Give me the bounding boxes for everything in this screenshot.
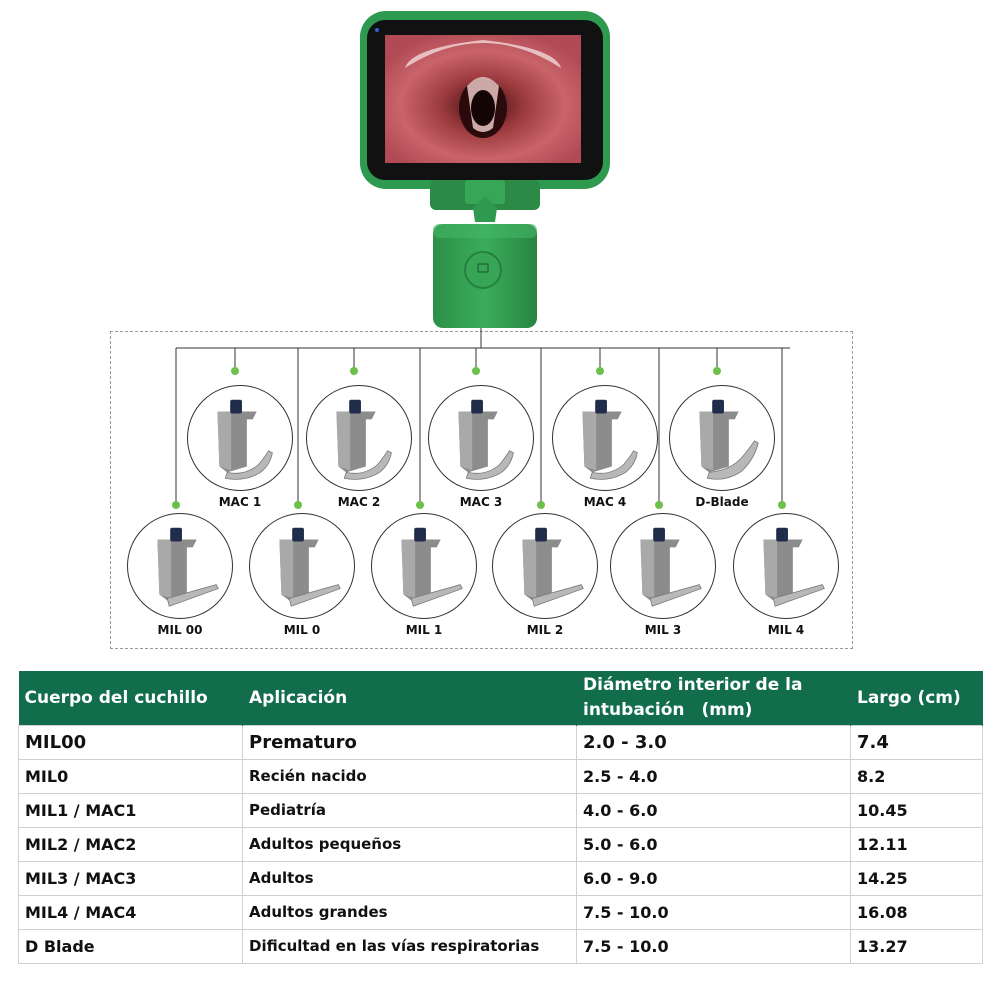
- blade-label: MIL 00: [157, 623, 203, 637]
- blade-label: MAC 3: [459, 495, 503, 509]
- table-cell: 14.25: [850, 860, 983, 896]
- table-cell: 2.0 - 3.0: [576, 724, 851, 760]
- blade-panel: [110, 331, 853, 649]
- table-cell: 13.27: [850, 928, 983, 964]
- blade-icon: [279, 527, 341, 607]
- blade-label: MIL 3: [644, 623, 682, 637]
- column-header: Aplicación: [242, 671, 577, 725]
- table-cell: 2.5 - 4.0: [576, 758, 851, 794]
- blade-icon: [699, 399, 759, 480]
- table-cell: Adultos: [242, 860, 577, 896]
- table-cell: MIL3 / MAC3: [18, 860, 243, 896]
- table-cell: 10.45: [850, 792, 983, 828]
- blade-label: MAC 1: [218, 495, 262, 509]
- table-cell: 7.4: [850, 724, 983, 760]
- blade-icon: [582, 399, 638, 480]
- camera-dot: [375, 28, 379, 32]
- blade-icon: [217, 399, 273, 480]
- power-button: [464, 251, 502, 289]
- blade-bottom-0: [127, 513, 233, 619]
- blade-icon: [640, 527, 702, 607]
- table-cell: MIL0: [18, 758, 243, 794]
- blade-icon: [336, 399, 392, 480]
- table-cell: 8.2: [850, 758, 983, 794]
- blade-icon: [401, 527, 463, 607]
- table-cell: Recién nacido: [242, 758, 577, 794]
- column-header: Largo (cm): [850, 671, 983, 725]
- blade-icon: [763, 527, 825, 607]
- table-cell: Adultos grandes: [242, 894, 577, 930]
- blade-icon: [522, 527, 584, 607]
- blade-bottom-2: [371, 513, 477, 619]
- blade-label: MAC 4: [583, 495, 627, 509]
- table-cell: 7.5 - 10.0: [576, 894, 851, 930]
- table-cell: MIL4 / MAC4: [18, 894, 243, 930]
- blade-icon: [157, 527, 219, 607]
- blade-label: MIL 4: [767, 623, 805, 637]
- table-cell: Dificultad en las vías respiratorias: [242, 928, 577, 964]
- table-cell: Adultos pequeños: [242, 826, 577, 862]
- device-illustration: [360, 11, 610, 328]
- column-header: Diámetro interior de la intubación (mm): [576, 671, 851, 725]
- table-cell: 4.0 - 6.0: [576, 792, 851, 828]
- blade-top-2: [428, 385, 534, 491]
- table-cell: MIL00: [18, 724, 243, 760]
- column-header: Cuerpo del cuchillo: [18, 671, 243, 725]
- blade-top-0: [187, 385, 293, 491]
- blade-label: MIL 0: [283, 623, 321, 637]
- table-cell: 6.0 - 9.0: [576, 860, 851, 896]
- table-cell: 16.08: [850, 894, 983, 930]
- blade-label: MAC 2: [337, 495, 381, 509]
- table-cell: D Blade: [18, 928, 243, 964]
- blade-label: MIL 1: [405, 623, 443, 637]
- blade-bottom-5: [733, 513, 839, 619]
- table-cell: MIL2 / MAC2: [18, 826, 243, 862]
- blade-top-1: [306, 385, 412, 491]
- blade-icon: [458, 399, 514, 480]
- blade-bottom-4: [610, 513, 716, 619]
- table-cell: 5.0 - 6.0: [576, 826, 851, 862]
- table-cell: 7.5 - 10.0: [576, 928, 851, 964]
- blade-label: MIL 2: [526, 623, 564, 637]
- blade-bottom-3: [492, 513, 598, 619]
- blade-top-3: [552, 385, 658, 491]
- blade-top-4: [669, 385, 775, 491]
- table-cell: 12.11: [850, 826, 983, 862]
- blade-bottom-1: [249, 513, 355, 619]
- videolaryngoscope-device: [355, 8, 615, 330]
- table-cell: Pediatría: [242, 792, 577, 828]
- table-cell: Prematuro: [242, 724, 577, 760]
- blade-label: D-Blade: [695, 495, 749, 509]
- table-cell: MIL1 / MAC1: [18, 792, 243, 828]
